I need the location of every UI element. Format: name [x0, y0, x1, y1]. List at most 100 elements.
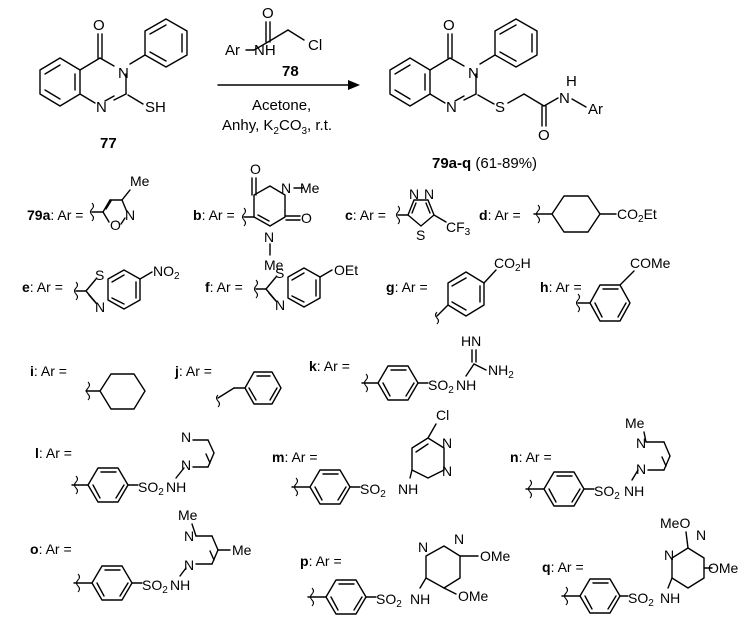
entry-m: m: Ar = SO2 NH N N Cl: [272, 407, 452, 505]
atom-cl: Cl: [436, 407, 449, 423]
atom-ome: OMe: [708, 560, 739, 576]
entry-label: m: Ar =: [272, 449, 318, 465]
label-78: 78: [282, 63, 299, 80]
atom-cf3: CF3: [446, 219, 471, 238]
atom-nh: NH: [410, 591, 430, 607]
atom-o: O: [262, 5, 274, 22]
atom-h: H: [566, 73, 577, 90]
entry-o: o: Ar = SO2 NH N N Me Me: [30, 507, 252, 601]
atom-s: S: [416, 227, 425, 243]
atom-nh: NH: [166, 479, 186, 495]
entry-label: p: Ar =: [300, 553, 342, 569]
atom-nh: NH: [254, 42, 276, 59]
atom-nh2: NH2: [488, 362, 514, 381]
entry-d: d: Ar = CO2Et: [479, 195, 657, 233]
condition-line-2: Anhy, K2CO3, r.t.: [222, 117, 332, 137]
atom-me: Me: [625, 415, 645, 431]
atom-me1: Me: [178, 507, 198, 523]
atom-so2: SO2: [594, 483, 620, 502]
entry-label: d: Ar =: [479, 207, 521, 223]
atom-s: S: [275, 265, 284, 281]
entry-label: n: Ar =: [510, 449, 552, 465]
atom-so2: SO2: [428, 377, 454, 396]
atom-me2: Me: [232, 542, 252, 558]
atom-n1: N: [418, 539, 428, 555]
entry-l: l: Ar = SO2 NH N N: [35, 429, 215, 503]
atom-ome1: OMe: [480, 548, 511, 564]
atom-n2: N: [264, 229, 274, 245]
entry-h: h: Ar = COMe: [540, 255, 671, 322]
atom-n-amide: N: [559, 90, 570, 107]
atom-oet: OEt: [334, 262, 358, 278]
entry-e: e: Ar = S N NO2: [22, 263, 180, 315]
atom-so2: SO2: [376, 591, 402, 610]
atom-n1: N: [409, 186, 419, 202]
entry-label: h: Ar =: [540, 279, 582, 295]
atom-n1: N: [184, 557, 194, 573]
entry-label: b: Ar =: [193, 207, 235, 223]
atom-co2et: CO2Et: [617, 206, 657, 225]
label-77: 77: [100, 135, 117, 152]
entry-label: o: Ar =: [30, 541, 72, 557]
entry-n: n: Ar = SO2 NH N N Me: [510, 415, 671, 507]
atom-co2h: CO2H: [494, 255, 531, 274]
atom-o2: O: [301, 210, 312, 226]
entry-g: g: Ar = CO2H: [386, 255, 531, 325]
atom-so2: SO2: [142, 577, 168, 596]
entry-label: f: Ar =: [205, 279, 243, 295]
atom-come: COMe: [630, 255, 671, 271]
atom-nh: NH: [398, 481, 418, 497]
atom-n1: N: [636, 461, 646, 477]
atom-n: N: [275, 297, 285, 313]
entry-k: k: Ar = SO2 NH HN NH2: [309, 333, 514, 401]
atom-n2: N: [424, 186, 434, 202]
atom-s: S: [495, 99, 505, 116]
atom-o: O: [110, 217, 121, 233]
reactant-77: O N N SH 77: [39, 17, 188, 152]
entry-f: f: Ar = S N OEt: [205, 262, 358, 313]
entry-label: k: Ar =: [309, 358, 350, 374]
atom-o: O: [250, 161, 261, 177]
atom-so2: SO2: [360, 481, 386, 500]
atom-s: S: [95, 267, 104, 283]
atom-n2: N: [696, 527, 706, 543]
atom-so2: SO2: [138, 479, 164, 498]
condition-line-1: Acetone,: [252, 97, 311, 114]
atom-n: N: [95, 299, 105, 315]
entry-j: j: Ar =: [174, 363, 282, 408]
atom-no2: NO2: [153, 263, 180, 282]
entry-label: 79a: Ar =: [27, 207, 83, 223]
atom-n: N: [281, 180, 291, 196]
atom-n2: N: [181, 429, 191, 445]
entry-label: q: Ar =: [542, 559, 584, 575]
atom-n1: N: [664, 547, 674, 563]
entry-label: c: Ar =: [345, 207, 386, 223]
atom-cl: Cl: [308, 37, 322, 54]
atom-so2: SO2: [628, 590, 654, 609]
entry-p: p: Ar = SO2 NH N N OMe OMe: [300, 531, 511, 615]
entry-label: l: Ar =: [35, 445, 72, 461]
entry-b: b: Ar = O N Me O N Me: [193, 161, 320, 273]
product-79: O N N S O H N Ar 79a-q (61-89%): [389, 17, 603, 172]
entry-79a: 79a: Ar = O N Me: [27, 173, 150, 233]
atom-nh: NH: [170, 577, 190, 593]
atom-o: O: [443, 17, 455, 34]
entry-q: q: Ar = SO2 NH N N MeO OMe: [542, 515, 739, 614]
atom-sh: SH: [145, 99, 166, 116]
atom-hn: HN: [461, 333, 481, 349]
reagent-78: O Cl Ar NH 78: [225, 5, 322, 80]
atom-n1: N: [181, 457, 191, 473]
atom-n1: N: [96, 99, 107, 116]
atom-n1: N: [442, 435, 452, 451]
entry-label: e: Ar =: [22, 279, 63, 295]
atom-meo: MeO: [660, 515, 690, 531]
entry-label: i: Ar =: [30, 363, 67, 379]
atom-ar: Ar: [225, 42, 240, 59]
atom-n2: N: [184, 528, 194, 544]
atom-n3: N: [118, 65, 129, 82]
conditions: Acetone, Anhy, K2CO3, r.t.: [222, 97, 332, 137]
atom-nh: NH: [456, 377, 476, 393]
label-79: 79a-q (61-89%): [432, 155, 537, 172]
atom-me2: Me: [264, 257, 284, 273]
